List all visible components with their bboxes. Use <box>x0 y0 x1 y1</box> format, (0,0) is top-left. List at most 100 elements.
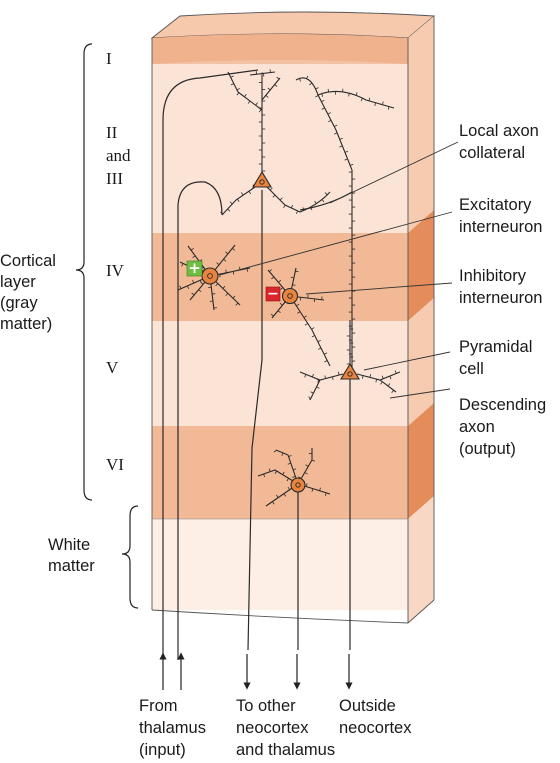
dendrite-spine <box>232 271 235 275</box>
label-line: Excitatory <box>459 196 532 214</box>
label-line: Pyramidal <box>459 338 532 356</box>
dendrite-spine <box>304 374 307 378</box>
dendrite-spine <box>227 208 231 212</box>
dendrite-spine <box>187 285 190 289</box>
label-line: neocortex <box>236 719 309 737</box>
dendrite-spine <box>274 470 277 474</box>
block-top-face-shade <box>152 34 408 64</box>
dendrite-spine <box>215 283 219 287</box>
dendrite-spine <box>287 486 291 490</box>
dendrite-spine <box>287 462 291 465</box>
dendrite-spine <box>179 285 182 289</box>
dendrite-spine <box>229 201 233 205</box>
dendrite-spine <box>295 270 299 273</box>
dendrite-spine <box>380 381 383 385</box>
label-line: axon <box>459 418 495 436</box>
excitatory-interneuron: + <box>177 244 251 311</box>
descending-label: Descending axon (output) <box>459 396 546 458</box>
layer-IV-label: IV <box>106 261 125 280</box>
dendrite-spine <box>321 99 325 103</box>
dendrite-spine <box>278 279 282 283</box>
dendrite-spine <box>339 137 343 140</box>
local-axon-label: Local axon collateral <box>459 122 539 162</box>
dendrite-spine <box>305 464 309 467</box>
layer-IV-front <box>152 233 408 321</box>
leader-lines <box>219 141 459 399</box>
dendrite-spine <box>350 163 354 166</box>
label-line: Inhibitory <box>459 267 527 285</box>
label-line: thalamus <box>139 719 206 737</box>
dendrite-spine <box>272 501 275 505</box>
cortical-bracket <box>75 43 93 501</box>
dendrite-spine <box>269 269 273 272</box>
dendrite-spine <box>389 375 392 380</box>
dendrite-spine <box>305 483 308 487</box>
dendrite-spine <box>247 100 251 104</box>
dendrite-spine <box>299 78 301 82</box>
dendrite-spine <box>290 276 294 279</box>
dendrite-spine <box>324 492 327 496</box>
dendrite-spine <box>292 284 296 286</box>
dendrite-spine <box>308 396 311 400</box>
layer-VI-label: VI <box>106 455 124 474</box>
thalamic-input-axons <box>162 69 259 660</box>
dendrite-spine <box>192 255 196 259</box>
dendrite-spine <box>368 97 371 101</box>
label-line: Local axon <box>459 122 539 140</box>
dendrite-spine <box>270 313 274 317</box>
dendrite-spines <box>304 328 397 400</box>
label-line: Cortical <box>0 252 56 270</box>
dendrite-spine <box>282 471 285 475</box>
dendrite-spine <box>339 145 343 148</box>
dendrite-spine <box>295 210 299 214</box>
dendrite-spines <box>230 69 280 172</box>
label-line: To other <box>236 697 296 715</box>
dendrite-spine <box>310 391 314 394</box>
label-line: From <box>139 697 178 715</box>
dendrite-spines <box>321 88 390 110</box>
label-line: and thalamus <box>236 741 335 759</box>
dendrite-spine <box>265 95 269 98</box>
dendrite-spine <box>230 83 234 86</box>
dendrite-spine <box>244 94 247 98</box>
label-line: White <box>48 536 90 554</box>
dendrite-spine <box>198 289 202 293</box>
label-line: Outside <box>339 697 396 715</box>
dendrite-spine <box>292 476 296 478</box>
dendrite-spine <box>361 375 364 379</box>
dendrite-spine <box>319 487 321 491</box>
dendrite-spine <box>281 452 284 457</box>
dendrite-spine <box>237 198 240 202</box>
layer-VI-neuron <box>257 448 331 507</box>
dendrite-spine <box>311 488 314 492</box>
label-line: (input) <box>139 741 186 759</box>
dendrite-spine <box>232 248 236 251</box>
dendrite-spine <box>296 303 300 307</box>
dendrite-spine <box>277 310 281 313</box>
dendrite-spine <box>391 389 394 394</box>
dendrite-spine <box>255 102 258 106</box>
dendrite-spine <box>297 311 301 314</box>
dendrite-spine <box>225 269 227 273</box>
dendrite-spine <box>369 374 372 378</box>
dendrite-spine <box>223 258 227 262</box>
dendrite-spine <box>290 204 294 209</box>
minus-sign: − <box>267 286 279 302</box>
dendrite-spine <box>315 95 319 98</box>
layer-and-label: and <box>106 146 131 165</box>
layer-II-label: II <box>106 123 118 142</box>
dendrite-spine <box>283 204 286 209</box>
block-outline <box>151 16 435 624</box>
dendrite-spine <box>394 370 397 374</box>
dendrite-spine <box>274 84 278 87</box>
cortex-block <box>150 11 436 624</box>
pyramidal-cell-upper <box>220 69 395 378</box>
dendrite-spine <box>190 247 194 251</box>
side-white <box>408 496 434 623</box>
dendrite-spine <box>314 200 317 204</box>
dendrite-spine <box>348 93 350 97</box>
label-line: Descending <box>459 396 546 414</box>
side-dark-IV <box>408 210 434 321</box>
dendrite-spine <box>311 335 315 338</box>
